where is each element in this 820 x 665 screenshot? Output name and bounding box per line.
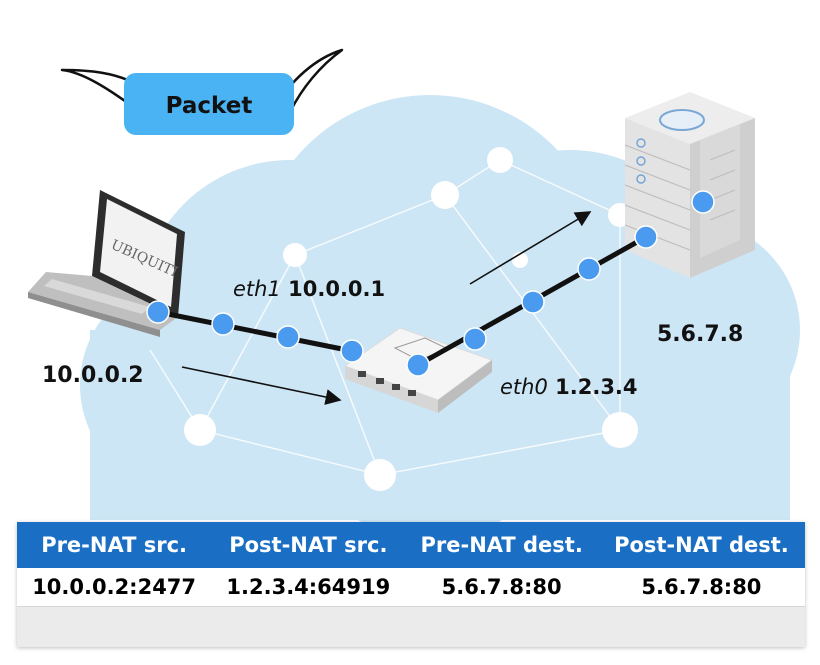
eth1-ip: 10.0.0.1 [288, 277, 386, 301]
table-row: 10.0.0.2:2477 1.2.3.4:64919 5.6.7.8:80 5… [17, 568, 805, 607]
cell-post-nat-dest: 5.6.7.8:80 [597, 568, 805, 607]
node-router-eth0 [463, 327, 487, 351]
eth1-iface: eth1 [233, 277, 281, 301]
eth1-label: eth1 10.0.0.1 [233, 277, 385, 301]
cloud-network-dots [184, 147, 638, 491]
eth0-label: eth0 1.2.3.4 [500, 375, 638, 399]
node-link-2 [276, 325, 300, 349]
link-nodes [146, 190, 715, 377]
link-laptop-router [155, 309, 355, 354]
flow-arrow-to-router [181, 366, 342, 405]
node-server-1 [634, 225, 658, 249]
node-router-eth1 [340, 339, 364, 363]
eth0-ip: 1.2.3.4 [555, 375, 638, 399]
server-ip-label: 5.6.7.8 [657, 322, 744, 347]
left-horn-icon [60, 68, 142, 114]
server-icon [624, 92, 755, 278]
packet-label: Packet [166, 93, 253, 119]
node-link-1 [211, 312, 235, 336]
packet-badge: Packet [60, 48, 344, 135]
laptop-ip-label: 10.0.0.2 [42, 363, 144, 388]
header-pre-nat-src: Pre-NAT src. [17, 522, 212, 568]
node-link-3 [521, 290, 545, 314]
cell-post-nat-src: 1.2.3.4:64919 [211, 568, 406, 607]
nat-table-header-row: Pre-NAT src. Post-NAT src. Pre-NAT dest.… [17, 522, 805, 568]
header-post-nat-src: Post-NAT src. [211, 522, 406, 568]
nat-table: Pre-NAT src. Post-NAT src. Pre-NAT dest.… [17, 522, 805, 647]
table-row-empty [17, 606, 805, 647]
header-pre-nat-dest: Pre-NAT dest. [405, 522, 598, 568]
node-laptop [146, 300, 170, 324]
header-post-nat-dest: Post-NAT dest. [597, 522, 805, 568]
laptop-icon: UBIQUITI [28, 190, 185, 337]
cell-pre-nat-dest: 5.6.7.8:80 [405, 568, 598, 607]
node-router-center [406, 353, 430, 377]
node-link-4 [577, 257, 601, 281]
eth0-iface: eth0 [500, 375, 548, 399]
flow-arrow-to-server [469, 211, 592, 285]
node-server-2 [691, 190, 715, 214]
cell-pre-nat-src: 10.0.0.2:2477 [17, 568, 212, 607]
